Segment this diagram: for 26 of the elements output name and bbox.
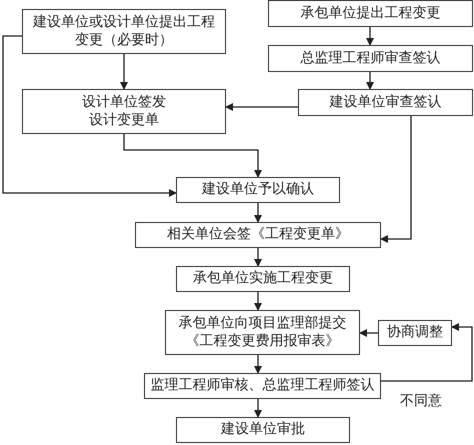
process-box: 监理工程师审核、总监理工程师签认 bbox=[144, 373, 381, 399]
process-box: 承包单位提出工程变更 bbox=[268, 0, 473, 27]
arrow bbox=[359, 329, 378, 337]
process-box: 承包单位实施工程变更 bbox=[176, 266, 350, 292]
arrow bbox=[366, 72, 374, 90]
arrow bbox=[225, 103, 298, 111]
arrow bbox=[123, 134, 262, 178]
arrow bbox=[254, 292, 262, 311]
process-box: 建设单位予以确认 bbox=[176, 177, 340, 203]
arrow bbox=[254, 355, 262, 374]
process-box: 设计单位签发设计变更单 bbox=[22, 89, 226, 134]
arrow bbox=[366, 27, 374, 46]
process-box: 建设单位或设计单位提出工程变更（必要时） bbox=[22, 9, 226, 54]
process-box: 承包单位向项目监理部提交《工程变更费用报审表》 bbox=[165, 310, 360, 355]
arrow bbox=[380, 116, 412, 243]
process-box: 协商调整 bbox=[378, 320, 452, 346]
process-box: 相关单位会签《工程变更单》 bbox=[135, 222, 381, 248]
arrow bbox=[254, 399, 262, 418]
process-box: 建设单位审查签认 bbox=[298, 89, 473, 116]
process-box: 建设单位审批 bbox=[176, 417, 350, 443]
arrow bbox=[120, 54, 128, 90]
arrow bbox=[254, 248, 262, 267]
arrow bbox=[2, 35, 177, 197]
process-box: 总监理工程师审查签认 bbox=[268, 45, 473, 72]
arrow bbox=[254, 203, 262, 223]
arrow bbox=[381, 323, 473, 382]
